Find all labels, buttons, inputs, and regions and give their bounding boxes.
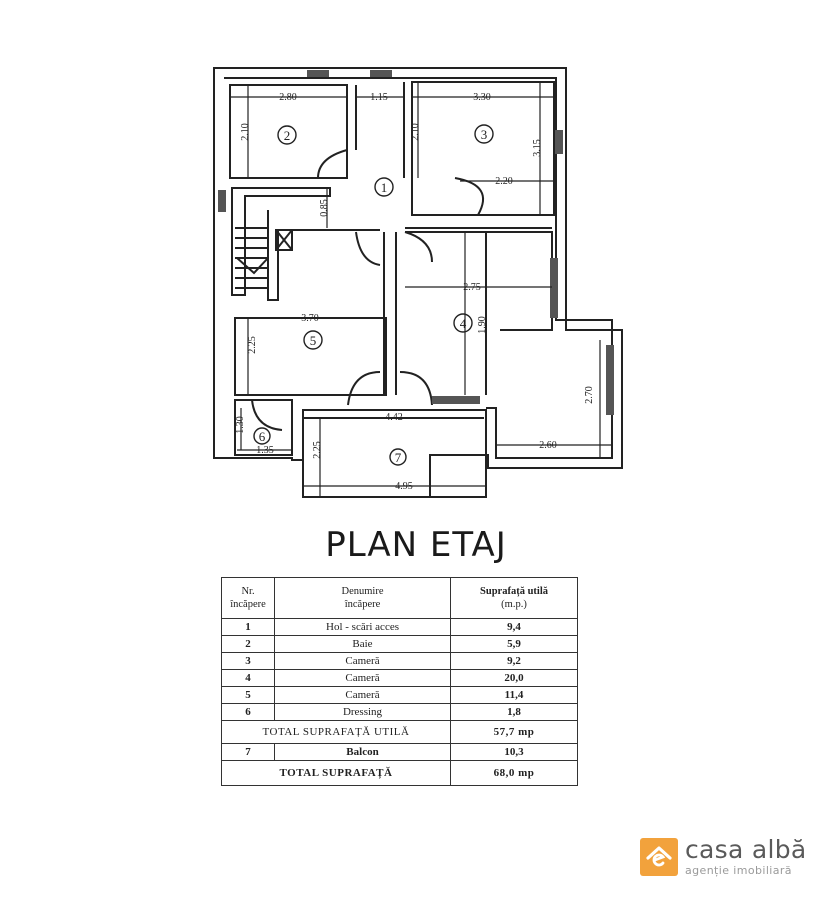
total-value: 68,0 mp [450, 760, 578, 786]
cell-denumire: Balcon [274, 743, 451, 761]
dim-room4-ext-height: 2.70 [584, 386, 595, 404]
total-row: TOTAL SUPRAFAȚĂ 68,0 mp [221, 760, 578, 786]
header-suprafata: Suprafață utilă(m.p.) [450, 577, 578, 619]
room-4-number: 4 [460, 316, 467, 331]
room-7-number: 7 [395, 450, 402, 465]
total-label: TOTAL SUPRAFAȚĂ [221, 760, 451, 786]
table-row: 3 Cameră 9,2 [221, 652, 578, 670]
house-icon [640, 837, 678, 876]
total-util-row: TOTAL SUPRAFAȚĂ UTILĂ 57,7 mp [221, 720, 578, 744]
cell-suprafata: 9,4 [450, 618, 578, 636]
dim-room2-width: 2.80 [279, 92, 297, 103]
dim-balcony-height: 2.25 [312, 441, 323, 459]
dim-balcony-inner: 4.42 [385, 412, 403, 423]
cell-denumire: Cameră [274, 669, 451, 687]
room-4-walls [405, 231, 553, 395]
cell-denumire: Dressing [274, 703, 451, 721]
total-util-label: TOTAL SUPRAFAȚĂ UTILĂ [221, 720, 451, 744]
cell-nr: 6 [221, 703, 275, 721]
dim-room4-height: 1.90 [477, 316, 488, 334]
dim-room3-right: 3.15 [532, 139, 543, 157]
table-row: 1 Hol - scări acces 9,4 [221, 618, 578, 636]
cell-nr: 2 [221, 635, 275, 653]
dim-room4-width: 2.75 [463, 282, 481, 293]
table-row: 6 Dressing 1,8 [221, 703, 578, 721]
dim-room5-width: 3.70 [301, 313, 319, 324]
dim-dressing-height: 1.30 [235, 416, 246, 434]
dim-room3-height: 2.10 [410, 123, 421, 141]
door-arc [317, 149, 348, 179]
brand-name: casa albă [685, 835, 807, 864]
dim-room2-height: 2.10 [240, 123, 251, 141]
floor-plan: 2.80 1.15 3.30 2.10 2.10 3.15 2.20 0.85 … [213, 67, 623, 498]
dim-dressing-width: 1.35 [256, 445, 274, 456]
door-arc [355, 231, 381, 266]
room-5-number: 5 [310, 333, 317, 348]
room-6-number: 6 [259, 429, 266, 444]
total-util-value: 57,7 mp [450, 720, 578, 744]
table-row: 4 Cameră 20,0 [221, 669, 578, 687]
cell-nr: 4 [221, 669, 275, 687]
cell-nr: 5 [221, 686, 275, 704]
staircase [231, 187, 331, 296]
cell-suprafata: 10,3 [450, 743, 578, 761]
room-5-walls [234, 317, 387, 396]
brand-logo: casa albă agenție imobiliară [640, 837, 807, 876]
cell-denumire: Cameră [274, 686, 451, 704]
table-row: 5 Cameră 11,4 [221, 686, 578, 704]
plan-title: PLAN ETAJ [325, 525, 507, 565]
dim-room3-width: 3.30 [473, 92, 491, 103]
cell-suprafata: 5,9 [450, 635, 578, 653]
room-2-walls [229, 84, 348, 179]
outer-wall [213, 67, 623, 498]
room-2-number: 2 [284, 128, 291, 143]
cell-suprafata: 1,8 [450, 703, 578, 721]
cell-nr: 1 [221, 618, 275, 636]
cell-nr: 3 [221, 652, 275, 670]
dim-room5-height: 2.25 [247, 336, 258, 354]
door-arc [251, 399, 283, 431]
cell-denumire: Cameră [274, 652, 451, 670]
cell-denumire: Baie [274, 635, 451, 653]
balcony-walls [302, 409, 487, 498]
door-arc [404, 231, 433, 263]
cell-suprafata: 20,0 [450, 669, 578, 687]
table-row-balcony: 7 Balcon 10,3 [221, 743, 578, 761]
dim-hall-lower: 2.20 [495, 176, 513, 187]
cell-denumire: Hol - scări acces [274, 618, 451, 636]
cell-suprafata: 9,2 [450, 652, 578, 670]
door-arc [454, 177, 484, 216]
dim-stair-gap: 0.85 [319, 199, 330, 217]
cell-nr: 7 [221, 743, 275, 761]
dim-balcony-outer: 4.95 [395, 481, 413, 492]
cell-suprafata: 11,4 [450, 686, 578, 704]
room-3-number: 3 [481, 127, 488, 142]
door-arc [347, 371, 381, 406]
door-arc [399, 371, 433, 406]
brand-subtitle: agenție imobiliară [685, 864, 792, 877]
room-1-number: 1 [381, 180, 388, 195]
dim-hall-width: 1.15 [370, 92, 388, 103]
header-nr: Nr.încăpere [221, 577, 275, 619]
dim-room4-ext-width: 2.60 [539, 440, 557, 451]
room-6-walls [234, 399, 293, 456]
table-row: 2 Baie 5,9 [221, 635, 578, 653]
